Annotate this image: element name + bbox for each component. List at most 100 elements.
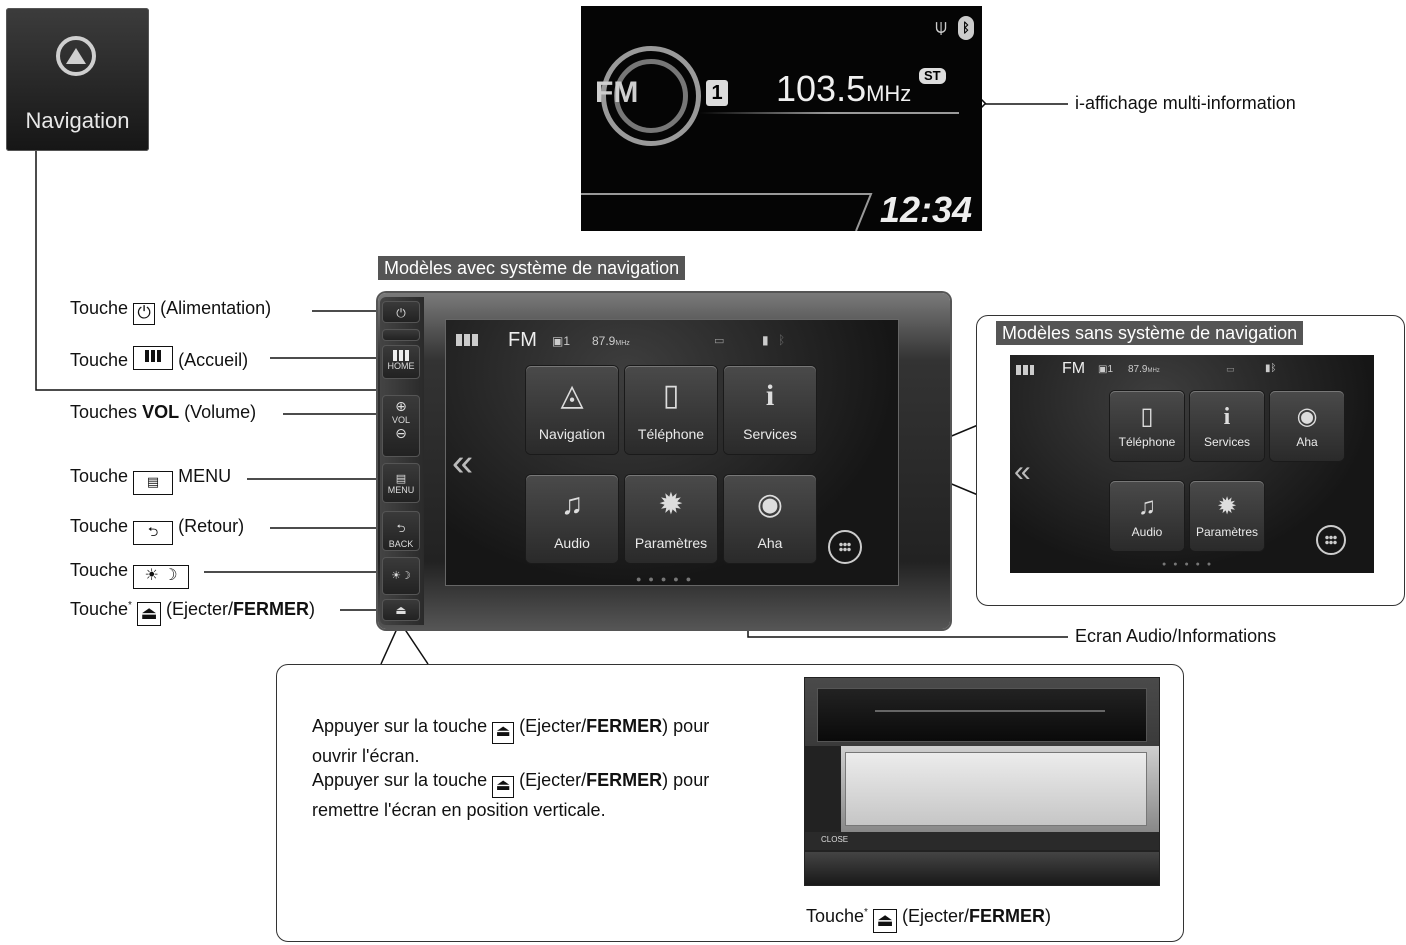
status-band: FM <box>1062 360 1086 377</box>
line1-bold: FERMER <box>586 716 663 736</box>
status-frequency: 87.9MHz <box>592 334 630 348</box>
status-band: FM <box>508 329 537 351</box>
line3-b: (Ejecter/ <box>519 770 587 790</box>
home-grid-icon[interactable] <box>1016 365 1034 375</box>
phone-icon: ▯ <box>1140 403 1154 430</box>
image-icon: ▭ <box>714 335 725 347</box>
all-apps-icon[interactable] <box>1316 525 1346 555</box>
volume-up-icon: ⊕ <box>395 398 407 414</box>
eject-button[interactable]: ⏏ <box>382 599 420 621</box>
line3-bold: FERMER <box>586 770 663 790</box>
status-frequency-value: 87.9 <box>592 334 616 348</box>
status-frequency-unit: MHz <box>1147 368 1160 374</box>
back-button-label: BACK <box>388 539 414 549</box>
gear-icon: ✹ <box>658 488 684 521</box>
info-icon: i <box>1223 404 1231 430</box>
tile-telephone-label: Téléphone <box>1118 435 1176 449</box>
eject-key-icon: ⏏ <box>136 602 161 626</box>
image-icon: ▭ <box>1226 364 1235 374</box>
callout-power-prefix: Touche <box>70 298 129 318</box>
eject-key-icon: ⏏ <box>492 776 515 798</box>
menu-button[interactable]: ▤ MENU <box>382 463 420 503</box>
photo-caption-prefix: Touche <box>806 906 865 926</box>
line1-b: (Ejecter/ <box>519 716 587 736</box>
aha-icon: ◉ <box>756 488 784 521</box>
nav-model-caption: Modèles avec système de navigation <box>378 256 686 280</box>
lower-bezel <box>805 852 1159 884</box>
home-button[interactable]: HOME <box>382 345 420 379</box>
previous-page-chevron-icon[interactable]: « <box>1014 455 1031 488</box>
callout-back-prefix: Touche <box>70 516 129 536</box>
previous-page-chevron-icon[interactable]: « <box>452 442 474 484</box>
all-apps-icon[interactable] <box>828 530 862 564</box>
callout-home: Touche (Accueil) <box>70 346 248 371</box>
callout-home-prefix: Touche <box>70 350 129 370</box>
tile-aha[interactable]: ◉Aha <box>1270 391 1344 461</box>
callout-back-suffix: (Retour) <box>178 516 245 536</box>
tile-telephone[interactable]: ▯ Téléphone <box>625 366 717 454</box>
callout-home-suffix: (Accueil) <box>178 350 249 370</box>
usb-icon: ⍦ <box>935 16 947 38</box>
frequency-underline <box>699 112 959 114</box>
callout-eject-open: (Ejecter/ <box>165 599 234 619</box>
callout-day-night: Touche ☀ ☽ <box>70 560 190 589</box>
menu-button-label: MENU <box>387 485 415 495</box>
fm-ring-icon <box>601 46 701 146</box>
back-key-icon: ⮌ <box>133 521 174 545</box>
callout-menu: Touche ▤ MENU <box>70 466 231 495</box>
photo-caption-open: (Ejecter/ <box>901 906 970 926</box>
stereo-badge: ST <box>919 68 946 84</box>
callout-back: Touche ⮌ (Retour) <box>70 516 244 545</box>
back-button[interactable]: ⮌ BACK <box>382 511 420 551</box>
tile-audio[interactable]: ♫Audio <box>1110 481 1184 551</box>
home-grid-icon[interactable] <box>456 334 478 346</box>
tile-parametres[interactable]: ✹ Paramètres <box>625 475 717 563</box>
eject-instruction-line-1: Appuyer sur la touche ⏏ (Ejecter/FERMER)… <box>312 714 782 744</box>
phone-battery-icon: ▮ <box>762 333 769 347</box>
multi-information-display: FM 1 103.5MHz ST ⍦ ᛒ 12:34 <box>581 6 982 231</box>
close-strip <box>805 832 1159 850</box>
tile-telephone[interactable]: ▯ Téléphone <box>1110 391 1184 461</box>
tile-aha-label: Aha <box>757 535 783 551</box>
tile-aha[interactable]: ◉ Aha <box>724 475 816 563</box>
bluetooth-icon: ᛒ <box>958 16 974 40</box>
tile-navigation[interactable]: ◬ Navigation <box>526 366 618 454</box>
navigation-app-label: Navigation <box>25 108 130 133</box>
screen-label: Ecran Audio/Informations <box>1075 626 1277 646</box>
menu-icon: ▤ <box>395 473 407 485</box>
callout-eject-bold: FERMER <box>233 599 310 619</box>
status-channel-number: 1 <box>563 334 571 348</box>
callout-eject: Touche* ⏏ (Ejecter/FERMER) <box>70 599 315 626</box>
footnote-star: * <box>864 907 868 918</box>
home-button-label: HOME <box>387 361 415 371</box>
eject-instructions: Appuyer sur la touche ⏏ (Ejecter/FERMER)… <box>312 714 782 822</box>
power-icon: ⏻ <box>133 303 156 325</box>
callout-power-suffix: (Alimentation) <box>160 298 272 318</box>
tile-parametres[interactable]: ✹Paramètres <box>1190 481 1264 551</box>
eject-key-icon: ⏏ <box>872 909 897 933</box>
indicator-slot <box>382 329 420 341</box>
callout-day-night-prefix: Touche <box>70 560 129 580</box>
power-button[interactable]: ⏻ <box>382 301 420 323</box>
status-channel-number: 1 <box>1107 364 1114 375</box>
day-night-key-icon: ☀ ☽ <box>133 565 190 589</box>
callout-vol: Touches VOL (Volume) <box>70 402 256 423</box>
tile-audio[interactable]: ♫ Audio <box>526 475 618 563</box>
navigation-leader-line <box>35 150 526 391</box>
tile-services[interactable]: i Services <box>724 366 816 454</box>
day-night-button[interactable]: ☀☽ <box>382 557 420 595</box>
volume-buttons[interactable]: ⊕ VOL ⊖ <box>382 395 420 457</box>
home-grid-icon <box>393 350 409 361</box>
callout-vol-bold: VOL <box>142 402 180 422</box>
disc-slot <box>875 710 1105 712</box>
eject-instruction-line-2: ouvrir l'écran. <box>312 746 420 766</box>
callout-eject-prefix: Touche <box>70 599 129 619</box>
navigation-compass-icon <box>56 36 96 76</box>
eject-key-icon: ⏏ <box>492 722 515 744</box>
back-arrow-icon: ⮌ <box>396 523 406 535</box>
status-channel: ▣1 <box>552 334 571 348</box>
volume-label: VOL <box>391 415 410 425</box>
tilted-screen-glass <box>845 752 1147 826</box>
